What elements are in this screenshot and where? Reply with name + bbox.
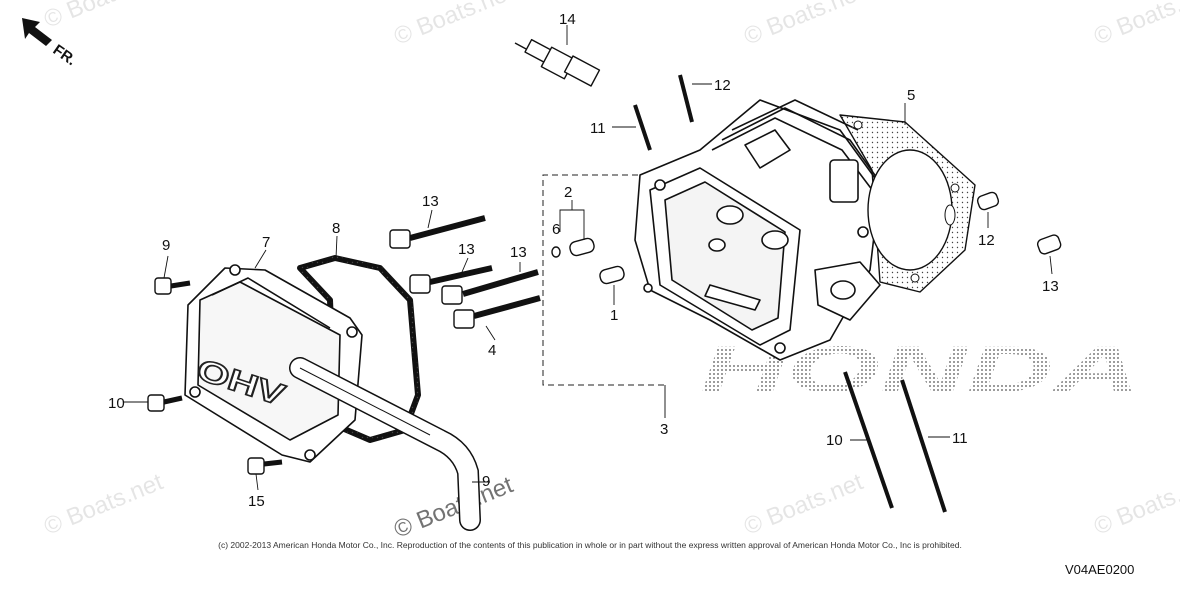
arrow-icon [22,18,52,46]
callout-7: 8 [332,220,340,237]
callout-13d: 4 [488,342,496,359]
callout-6: 7 [262,234,270,251]
callout-12: 12 [978,232,995,249]
pins [551,191,1062,285]
callouts: 14 2 6 1 3 5 7 8 9 9 10 10 11 11 12 12 1… [108,11,1059,510]
callout-13b: 13 [458,241,475,258]
studs-11 [633,74,694,151]
callout-14: 14 [559,11,576,28]
copyright-notice: (c) 2002-2013 American Honda Motor Co., … [218,540,962,550]
diagram-code: V04AE0200 [1065,562,1135,577]
watermark-center: © Boats.net [390,471,517,543]
watermark: © Boats.net [1090,468,1180,540]
watermark: © Boats.net [40,0,167,34]
callout-13: 13 [422,193,439,210]
callout-4: 6 [552,221,560,238]
callout-1: 1 [610,307,618,324]
callout-3: 3 [660,421,668,438]
callout-2: 2 [564,184,572,201]
cylinder-head [634,99,885,361]
watermark: © Boats.net [40,468,167,540]
leader-lines [123,25,1053,491]
callout-13c: 13 [510,244,527,261]
breather-tube-fill [290,358,480,530]
callout-11: 11 [590,120,606,137]
watermark: © Boats.net [740,0,867,51]
assembly-bracket [542,174,668,386]
watermark: © Boats.net [1090,0,1180,51]
callout-9b: 10 [108,395,125,412]
callout-11b: 12 [714,77,731,94]
spark-plug [514,38,601,87]
callout-8: 9 [482,473,490,490]
head-cover [184,264,363,463]
callout-9: 9 [162,237,170,254]
direction-label: FR. [50,41,80,69]
studs-10 [843,371,947,513]
callout-10b: 11 [952,430,968,447]
watermark: © Boats.net [740,468,867,540]
small-bolts [147,277,283,475]
callout-5: 5 [907,87,915,104]
callout-15: 15 [248,493,265,510]
head-gasket [839,114,976,293]
bolts-13 [389,215,541,329]
callout-12b: 13 [1042,278,1059,295]
watermark: © Boats.net [390,0,517,51]
callout-10: 10 [826,432,843,449]
